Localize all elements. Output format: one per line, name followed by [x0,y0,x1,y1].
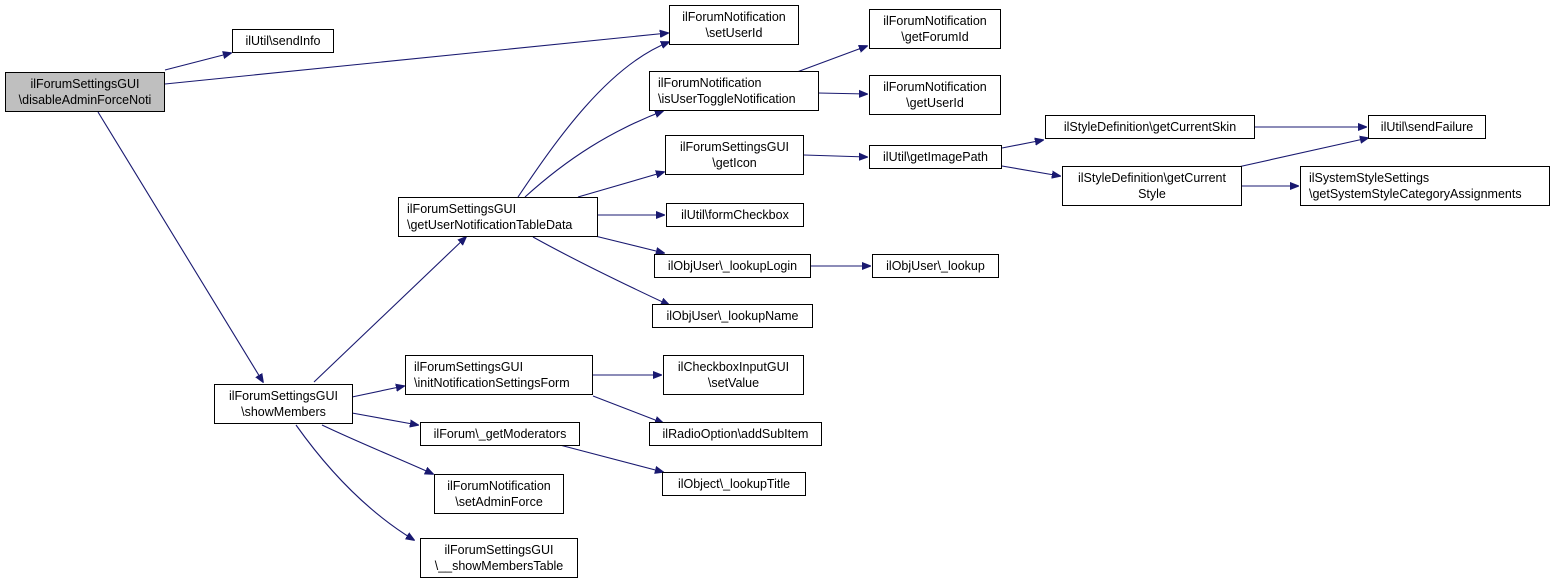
node-get-icon[interactable]: ilForumSettingsGUI \getIcon [665,135,804,175]
edge-isusertoggle-getuserid [817,93,867,94]
node-get-sys-style-line2: \getSystemStyleCategoryAssignments [1309,187,1522,201]
node-cb-set-value-line2: \setValue [707,376,760,390]
node-get-user-id-line2: \getUserId [906,96,964,110]
node-set-admin-force[interactable]: ilForumNotification \setAdminForce [434,474,564,514]
edge-root-setuserid [164,33,668,85]
edge-getimagepath-getcurrentstyle [1001,165,1060,176]
node-lookup-login-label: ilObjUser\_lookupLogin [667,259,798,273]
node-add-sub-item-label: ilRadioOption\addSubItem [662,427,809,441]
node-lookup-title-label: ilObject\_lookupTitle [677,477,791,491]
edge-table-lookupname [532,236,669,305]
node-lookup-name-label: ilObjUser\_lookupName [666,309,799,323]
node-get-current-style[interactable]: ilStyleDefinition\getCurrent Style [1062,166,1242,206]
node-set-user-id-line1: ilForumNotification [682,10,786,24]
node-get-icon-line1: ilForumSettingsGUI [679,140,790,154]
edge-getmoderators-lookuptitle [555,443,663,472]
node-get-user-notif-line2: \getUserNotificationTableData [407,218,573,232]
edge-table-lookuplogin [594,235,664,253]
node-get-user-notification-table-data[interactable]: ilForumSettingsGUI \getUserNotificationT… [398,197,598,237]
edge-showmembers-getmoderators [351,412,418,425]
edge-getcurrentstyle-sendfailure [1237,138,1368,168]
node-get-system-style-category-assignments[interactable]: ilSystemStyleSettings \getSystemStyleCat… [1300,166,1550,206]
node-get-current-skin-label: ilStyleDefinition\getCurrentSkin [1063,120,1237,134]
edge-showmembers-setadminforce [321,424,433,474]
node-get-forum-id-line2: \getForumId [901,30,969,44]
node-root-line1: ilForumSettingsGUI [30,77,140,91]
node-init-notif-form-line2: \initNotificationSettingsForm [414,376,570,390]
node-get-user-notif-line1: ilForumSettingsGUI [407,202,517,216]
node-checkbox-set-value[interactable]: ilCheckboxInputGUI \setValue [663,355,804,395]
node-show-members-line2: \showMembers [241,405,326,419]
node-form-checkbox-label: ilUtil\formCheckbox [681,208,789,222]
node-set-admin-force-line1: ilForumNotification [447,479,551,493]
edge-table-isusertoggle [524,111,663,198]
edge-initnotifform-addsubitem [592,395,663,423]
node-is-user-toggle-notification[interactable]: ilForumNotification \isUserToggleNotific… [649,71,819,111]
node-get-sys-style-line1: ilSystemStyleSettings [1309,171,1430,185]
node-get-user-id-line1: ilForumNotification [883,80,987,94]
node-is-user-toggle-line2: \isUserToggleNotification [658,92,796,106]
node-send-failure-label: ilUtil\sendFailure [1380,120,1474,134]
node-show-members[interactable]: ilForumSettingsGUI \showMembers [214,384,353,424]
node-lookup-login[interactable]: ilObjUser\_lookupLogin [654,254,811,278]
node-get-current-style-line2: Style [1138,187,1166,201]
node-root-disable-admin-force: ilForumSettingsGUI \disableAdminForceNot… [5,72,165,112]
node-get-current-skin[interactable]: ilStyleDefinition\getCurrentSkin [1045,115,1255,139]
node-show-members-table[interactable]: ilForumSettingsGUI \__showMembersTable [420,538,578,578]
edge-showmembers-initnotifform [351,386,404,398]
node-get-moderators-label: ilForum\_getModerators [433,427,567,441]
node-is-user-toggle-line1: ilForumNotification [658,76,762,90]
edge-getimagepath-getcurrentskin [1001,140,1043,149]
node-init-notif-form-line1: ilForumSettingsGUI [414,360,524,374]
node-lookup[interactable]: ilObjUser\_lookup [872,254,999,278]
node-send-info-label: ilUtil\sendInfo [245,34,321,48]
node-get-forum-id-line1: ilForumNotification [883,14,987,28]
node-set-user-id-line2: \setUserId [705,26,763,40]
node-get-moderators[interactable]: ilForum\_getModerators [420,422,580,446]
node-get-image-path-label: ilUtil\getImagePath [883,150,988,164]
node-lookup-title[interactable]: ilObject\_lookupTitle [662,472,806,496]
edge-showmembers-showmemberstable [295,424,414,540]
node-get-image-path[interactable]: ilUtil\getImagePath [869,145,1002,169]
node-show-members-table-line1: ilForumSettingsGUI [444,543,554,557]
node-cb-set-value-line1: ilCheckboxInputGUI [677,360,790,374]
node-show-members-table-line2: \__showMembersTable [434,559,564,573]
node-set-admin-force-line2: \setAdminForce [455,495,543,509]
node-init-notification-settings-form[interactable]: ilForumSettingsGUI \initNotificationSett… [405,355,593,395]
node-lookup-name[interactable]: ilObjUser\_lookupName [652,304,813,328]
node-root-line2: \disableAdminForceNoti [18,93,152,107]
node-set-user-id[interactable]: ilForumNotification \setUserId [669,5,799,45]
edge-root-sendinfo [164,53,231,71]
edge-showmembers-getusernotiftable [313,237,466,383]
node-add-sub-item[interactable]: ilRadioOption\addSubItem [649,422,822,446]
edge-isusertoggle-getforumid [796,46,867,73]
node-show-members-line1: ilForumSettingsGUI [228,389,339,403]
node-get-icon-line2: \getIcon [712,156,757,170]
node-send-failure[interactable]: ilUtil\sendFailure [1368,115,1486,139]
edge-root-showmembers [97,111,263,382]
node-get-user-id[interactable]: ilForumNotification \getUserId [869,75,1001,115]
node-get-current-style-line1: ilStyleDefinition\getCurrent [1078,171,1226,185]
node-send-info[interactable]: ilUtil\sendInfo [232,29,334,53]
node-form-checkbox[interactable]: ilUtil\formCheckbox [666,203,804,227]
edge-table-setuserid [517,42,669,198]
edge-geticon-getimagepath [803,155,867,157]
edge-table-geticon [577,172,664,198]
node-lookup-label: ilObjUser\_lookup [886,259,985,273]
node-get-forum-id[interactable]: ilForumNotification \getForumId [869,9,1001,49]
